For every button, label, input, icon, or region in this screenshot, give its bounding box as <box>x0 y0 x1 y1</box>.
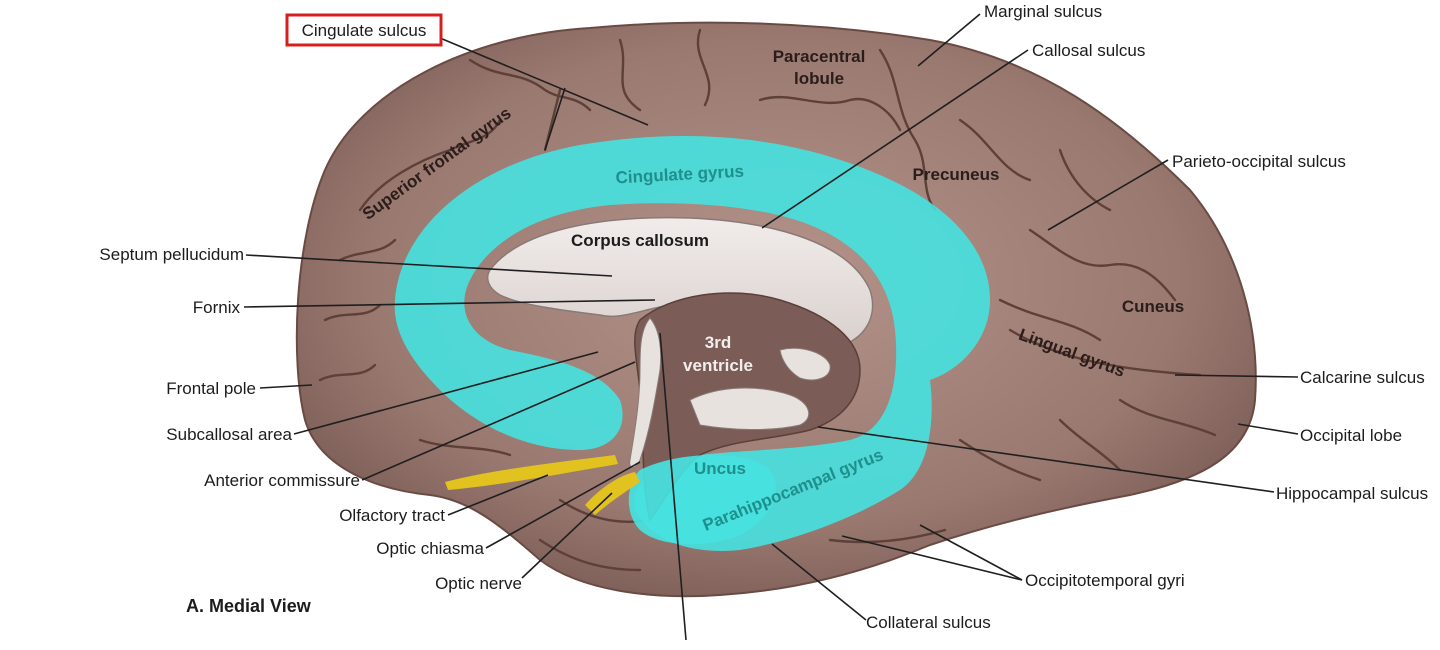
brainstem-cavity <box>779 347 831 381</box>
cingulate-highlight <box>394 136 991 551</box>
label-occipital-lobe: Occipital lobe <box>1300 426 1402 445</box>
uncus-highlight <box>628 455 776 545</box>
ventricle-cavity <box>689 387 810 431</box>
label-third-ventricle-1: 3rd <box>705 333 731 352</box>
label-septum-pellucidum: Septum pellucidum <box>99 245 244 264</box>
label-anterior-commissure: Anterior commissure <box>204 471 360 490</box>
fornix-column <box>629 317 662 468</box>
label-calcarine-sulcus: Calcarine sulcus <box>1300 368 1425 387</box>
label-optic-chiasma: Optic chiasma <box>376 539 484 558</box>
label-fornix: Fornix <box>193 298 241 317</box>
label-olfactory-tract: Olfactory tract <box>339 506 445 525</box>
label-third-ventricle-2: ventricle <box>683 356 753 375</box>
label-hippocampal-sulcus: Hippocampal sulcus <box>1276 484 1428 503</box>
label-marginal-sulcus: Marginal sulcus <box>984 2 1102 21</box>
label-callosal-sulcus: Callosal sulcus <box>1032 41 1145 60</box>
label-optic-nerve: Optic nerve <box>435 574 522 593</box>
label-collateral-sulcus: Collateral sulcus <box>866 613 991 632</box>
callout-box <box>285 13 443 47</box>
label-paracentral-lobule-1: Paracentral <box>773 47 866 66</box>
label-cingulate-sulcus: Cingulate sulcus <box>302 21 427 40</box>
leader-lines <box>243 13 1299 641</box>
label-occipitotemporal-gyri: Occipitotemporal gyri <box>1025 571 1185 590</box>
label-subcallosal-area: Subcallosal area <box>166 425 292 444</box>
label-parieto-occipital-sulcus: Parieto-occipital sulcus <box>1172 152 1346 171</box>
view-title: A. Medial View <box>186 596 312 616</box>
label-corpus-callosum: Corpus callosum <box>571 231 709 250</box>
optic-nerve-shape <box>585 472 640 515</box>
label-paracentral-lobule-2: lobule <box>794 69 844 88</box>
label-frontal-pole: Frontal pole <box>166 379 256 398</box>
label-uncus: Uncus <box>694 459 746 478</box>
label-precuneus: Precuneus <box>913 165 1000 184</box>
gyral-folds <box>318 28 1217 572</box>
olfactory-tract-shape <box>445 455 618 490</box>
label-cuneus: Cuneus <box>1122 297 1184 316</box>
